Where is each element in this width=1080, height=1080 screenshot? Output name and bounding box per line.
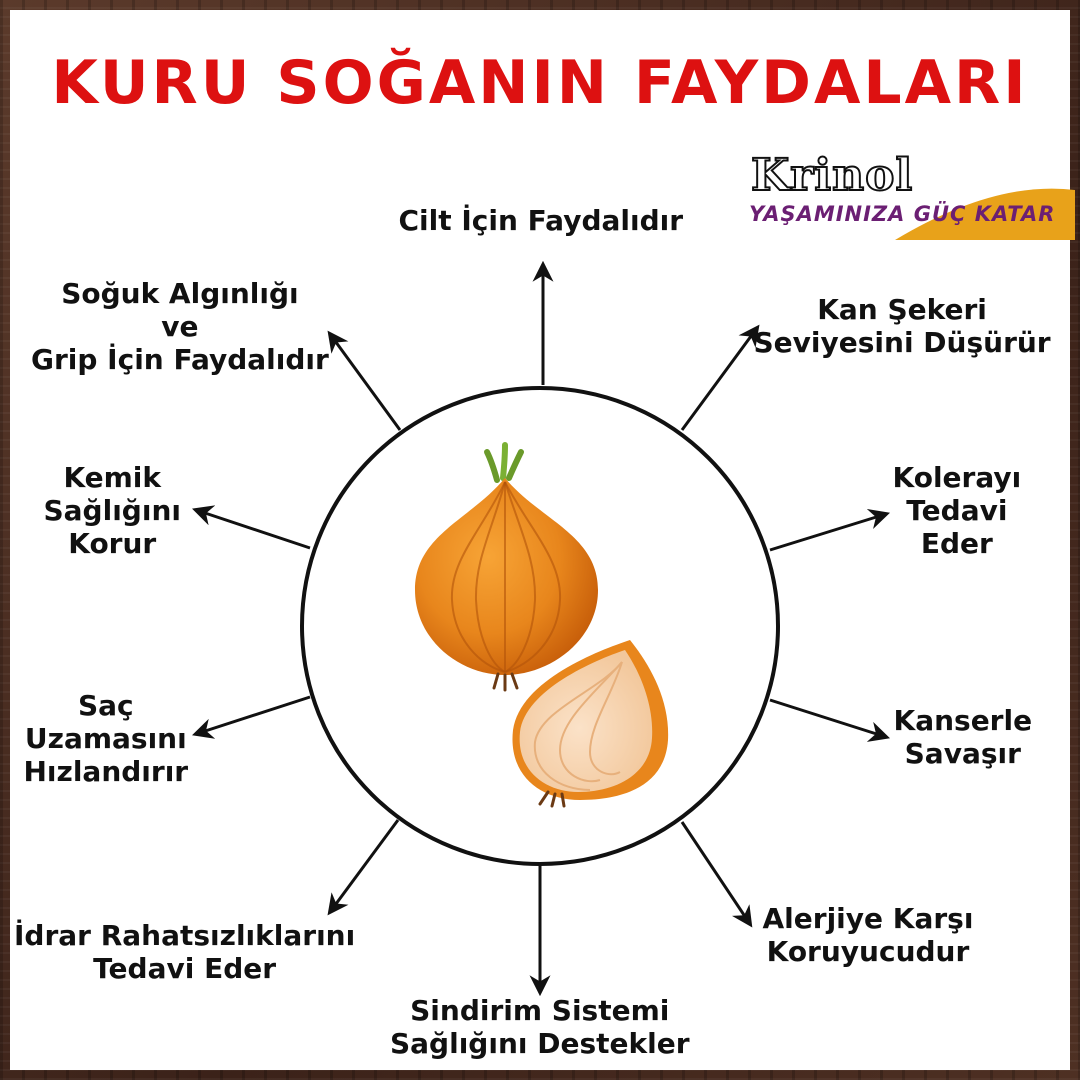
benefit-label-line: Sağlığını [43, 493, 181, 527]
page-title: KURU SOĞANIN FAYDALARI [51, 48, 1029, 118]
benefit-label-line: Seviyesini Düşürür [753, 326, 1051, 359]
benefit-label-line: Kan Şekeri [817, 293, 987, 326]
benefit-label-line: Kolerayı [892, 460, 1022, 494]
arrow-urinary [327, 819, 400, 916]
logo-name: Krinol [750, 149, 914, 202]
benefit-label-line: Alerjiye Karşı [762, 902, 974, 935]
benefit-label-line: Cilt İçin Faydalıdır [398, 203, 684, 237]
onion-illustration [415, 442, 669, 808]
logo-band-shape [895, 188, 1075, 240]
logo-slogan: YAŞAMINIZA GÜÇ KATAR [749, 202, 1056, 226]
benefit-label-line: ve [161, 309, 199, 343]
benefit-label-line: Saç [77, 688, 134, 722]
arrow-cancer [769, 698, 891, 742]
benefit-label-line: Soğuk Algınlığı [61, 276, 299, 310]
benefit-label-skin: Cilt İçin Faydalıdır [399, 204, 684, 237]
arrow-blood-sugar [680, 324, 760, 431]
benefit-label-line: Kanserle [893, 704, 1033, 737]
arrow-allergy [680, 821, 753, 928]
benefit-label-line: Eder [920, 526, 993, 560]
benefit-label-line: Sağlığını Destekler [390, 1027, 690, 1060]
arrow-hair [192, 695, 311, 739]
arrows-group [192, 260, 891, 997]
benefit-label-line: Uzamasını [24, 721, 187, 755]
benefit-label-line: Hızlandırır [23, 754, 189, 788]
arrow-cold-flu [327, 330, 402, 431]
benefit-label-line: Sindirim Sistemi [410, 994, 670, 1027]
benefit-label-line: Tedavi [906, 493, 1008, 527]
benefit-label-line: Savaşır [904, 737, 1021, 770]
benefit-label-line: Grip İçin Faydalıdır [31, 342, 329, 376]
benefit-label-line: Tedavi Eder [93, 952, 277, 985]
benefit-label-line: İdrar Rahatsızlıklarını [14, 919, 356, 952]
benefit-label-line: Koruyucudur [766, 935, 970, 968]
brand-logo: Krinol YAŞAMINIZA GÜÇ KATAR [745, 149, 1075, 240]
arrow-bone [192, 505, 311, 550]
benefit-label-line: Korur [68, 526, 157, 560]
arrow-cholera [769, 508, 891, 552]
benefit-label-line: Kemik [63, 460, 162, 494]
